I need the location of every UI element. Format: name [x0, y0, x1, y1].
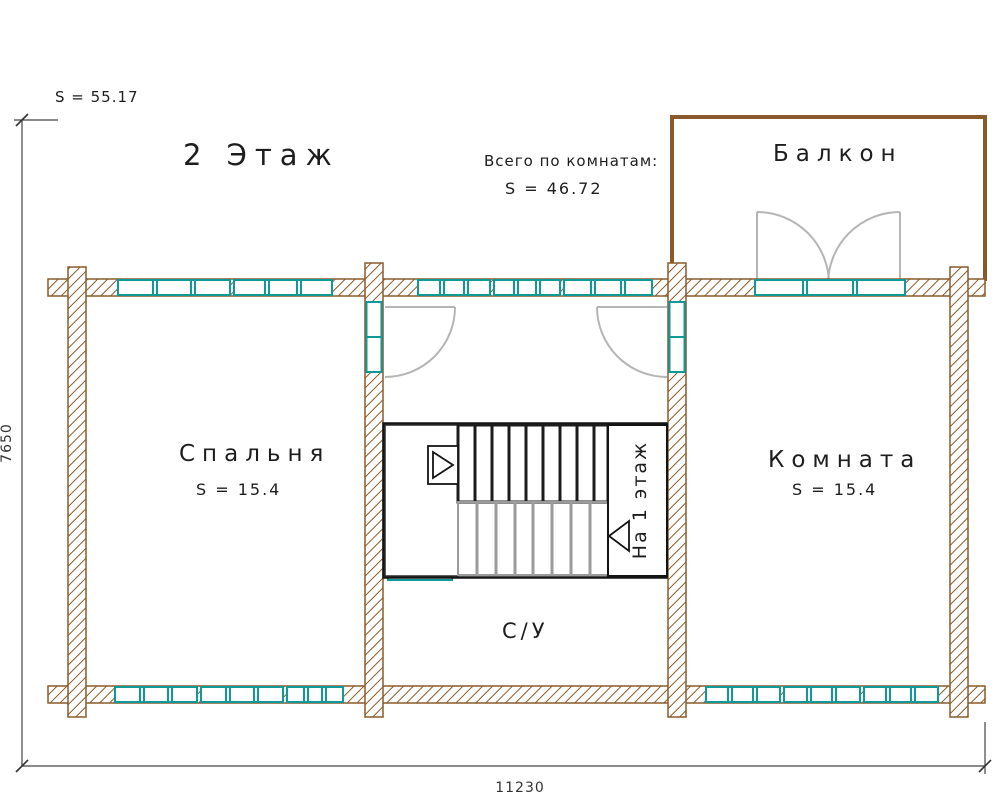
windows	[114, 279, 939, 703]
window	[863, 686, 939, 703]
rooms-total-value: S = 46.72	[505, 179, 603, 198]
stair-label-column	[607, 424, 668, 577]
dimension-width-label: 11230	[495, 780, 545, 796]
living-room-label: Комната	[768, 447, 921, 473]
window	[563, 279, 653, 296]
bedroom-label: Спальня	[179, 441, 330, 467]
balcony-label: Балкон	[773, 141, 903, 167]
dimension-ticks	[15, 113, 992, 773]
page-title: 2 Этаж	[183, 138, 340, 172]
dimension-lines	[14, 113, 992, 774]
window	[417, 279, 491, 296]
window	[114, 686, 198, 703]
stair-flight-upper	[456, 423, 610, 504]
window	[493, 279, 561, 296]
balcony-outline	[670, 115, 987, 281]
window	[783, 686, 861, 703]
staircase: На 1 этаж	[382, 422, 668, 579]
stair-arrow-up-icon	[432, 450, 455, 480]
door-opening-wall2	[668, 301, 686, 373]
balcony-door-arc-left	[756, 211, 830, 285]
dimension-height-label: 7650	[0, 423, 15, 463]
stair-arrows	[427, 445, 630, 553]
bedroom-area: S = 15.4	[196, 480, 281, 499]
stair-flight-lower	[457, 501, 609, 576]
window	[200, 686, 284, 703]
living-room-area: S = 15.4	[792, 480, 877, 499]
window	[233, 279, 333, 296]
door-bedroom	[384, 306, 456, 378]
bathroom-label: С/У	[502, 619, 549, 643]
window	[286, 686, 344, 703]
stairs-direction-label: На 1 этаж	[629, 441, 651, 559]
rooms-total-label: Всего по комнатам:	[484, 152, 658, 170]
balcony-door	[756, 211, 901, 285]
balcony-door-arc-right	[827, 211, 901, 285]
wall-right	[949, 266, 969, 718]
window	[117, 279, 231, 296]
wall-left	[67, 266, 87, 718]
door-opening-wall1	[365, 301, 383, 373]
stair-arrow-down-icon	[607, 519, 630, 553]
window	[705, 686, 781, 703]
balcony-door-sill	[754, 279, 906, 296]
floor-total-area: S = 55.17	[55, 88, 139, 106]
door-living	[596, 306, 668, 378]
